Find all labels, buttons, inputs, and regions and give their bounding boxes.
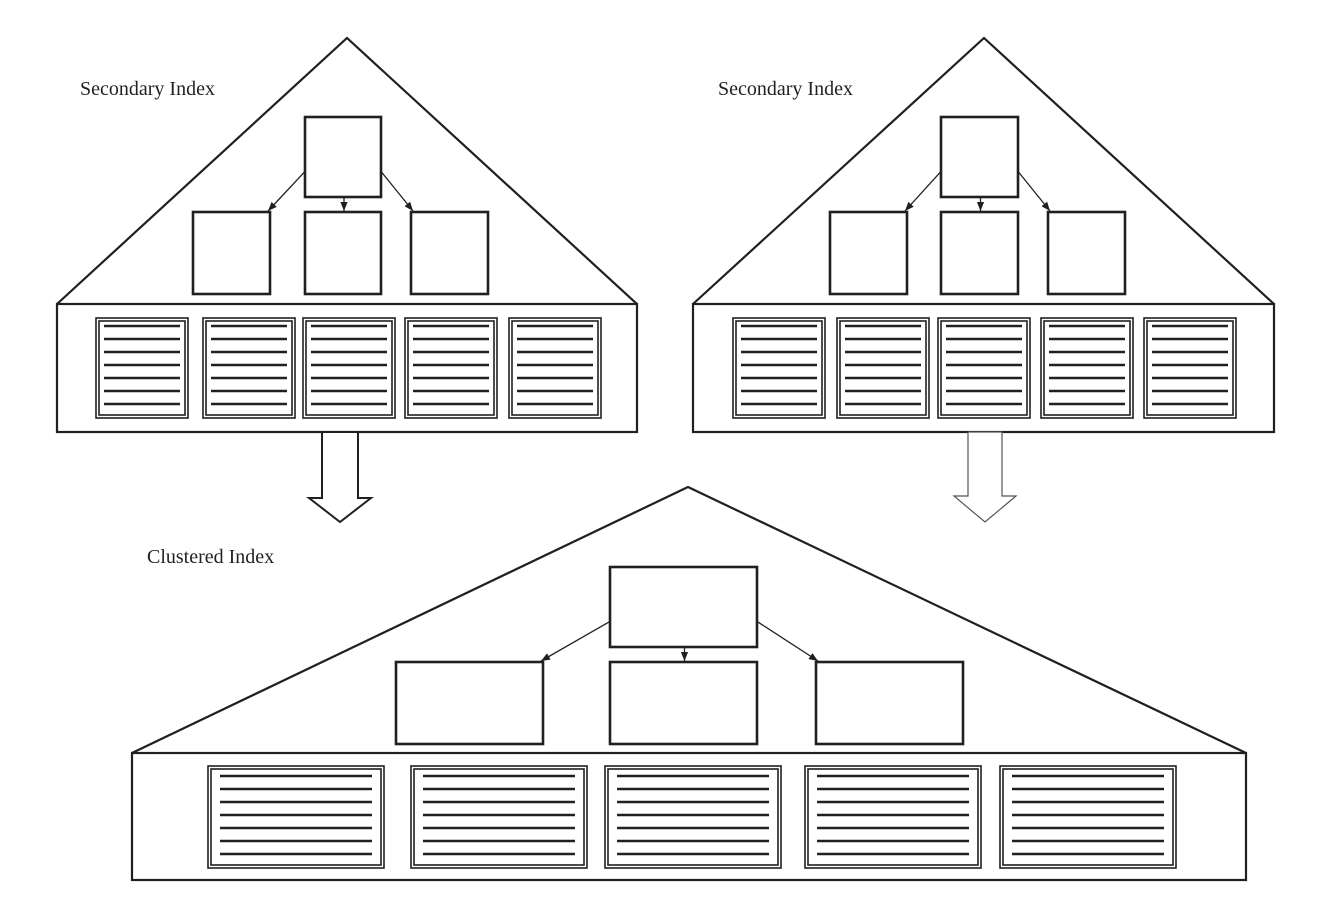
left-leaf-page-border [305, 320, 393, 416]
right-leaf-page [1143, 317, 1237, 419]
bottom-leaf-page-border [413, 768, 585, 866]
right-tree-roof [692, 36, 1275, 305]
bottom-leaf-page-border [1002, 768, 1174, 866]
right-leaf-level-box [691, 302, 1276, 434]
left-pointer-arrowhead [268, 201, 277, 211]
bottom-leaf-page-border [607, 768, 779, 866]
bottom-pointer-arrowhead [541, 653, 551, 661]
left-leaf-level-box [55, 302, 639, 434]
left-leaf-page [302, 317, 396, 419]
bottom-leaf-page-border [807, 768, 979, 866]
bottom-root-node [608, 565, 759, 649]
bottom-pointer-line [540, 620, 611, 662]
left-tree-title: Secondary Index [80, 78, 215, 100]
right-leaf-page [937, 317, 1031, 419]
bottom-child-node [394, 660, 545, 746]
bottom-index-tree [130, 485, 1248, 882]
right-pointer-arrowhead [1041, 201, 1050, 211]
bottom-leaf-page [804, 765, 982, 869]
left-tree-roof [56, 36, 638, 305]
left-leaf-page-border [205, 320, 293, 416]
bottom-pointer-line [756, 620, 819, 662]
bottom-pointer-arrowhead [680, 652, 689, 661]
bottom-leaf-page [207, 765, 385, 869]
bottom-leaf-page [999, 765, 1177, 869]
left-pointer-arrowhead [404, 201, 413, 211]
bottom-tree-roof [131, 485, 1247, 754]
right-leaf-page [836, 317, 930, 419]
left-child-node [409, 210, 490, 296]
right-leaf-page [732, 317, 826, 419]
left-child-node [303, 210, 383, 296]
left-leaf-page-border [407, 320, 495, 416]
left-index-tree [55, 36, 639, 434]
right-root-node [939, 115, 1020, 199]
bottom-leaf-page [604, 765, 782, 869]
bottom-leaf-page-border [210, 768, 382, 866]
right-index-tree [691, 36, 1276, 434]
left-child-node [191, 210, 272, 296]
left-leaf-page [404, 317, 498, 419]
left-pointer-arrowhead [340, 202, 348, 211]
bottom-leaf-page [410, 765, 588, 869]
bottom-pointer-arrowhead [808, 653, 818, 661]
right-leaf-page-border [940, 320, 1028, 416]
right-to-clustered-arrow [952, 431, 1018, 523]
right-pointer-arrowhead [976, 202, 985, 211]
bottom-child-node [608, 660, 759, 746]
left-leaf-page-border [98, 320, 186, 416]
right-child-node [1046, 210, 1127, 296]
right-child-node [939, 210, 1020, 296]
left-to-clustered-arrow [306, 431, 374, 524]
bottom-tree-title: Clustered Index [147, 546, 275, 568]
left-root-node [303, 115, 383, 199]
right-pointer-arrowhead [905, 201, 914, 211]
right-leaf-page-border [1146, 320, 1234, 416]
right-child-node [828, 210, 909, 296]
right-leaf-page-border [839, 320, 927, 416]
left-leaf-page-border [511, 320, 599, 416]
left-leaf-page [95, 317, 189, 419]
left-leaf-page [202, 317, 296, 419]
bottom-child-node [814, 660, 965, 746]
left-leaf-page [508, 317, 602, 419]
right-tree-title: Secondary Index [718, 78, 853, 100]
right-leaf-page-border [1043, 320, 1131, 416]
left-pointer-line [267, 170, 306, 212]
bottom-leaf-level-box [130, 751, 1248, 882]
right-leaf-page [1040, 317, 1134, 419]
right-leaf-page-border [735, 320, 823, 416]
